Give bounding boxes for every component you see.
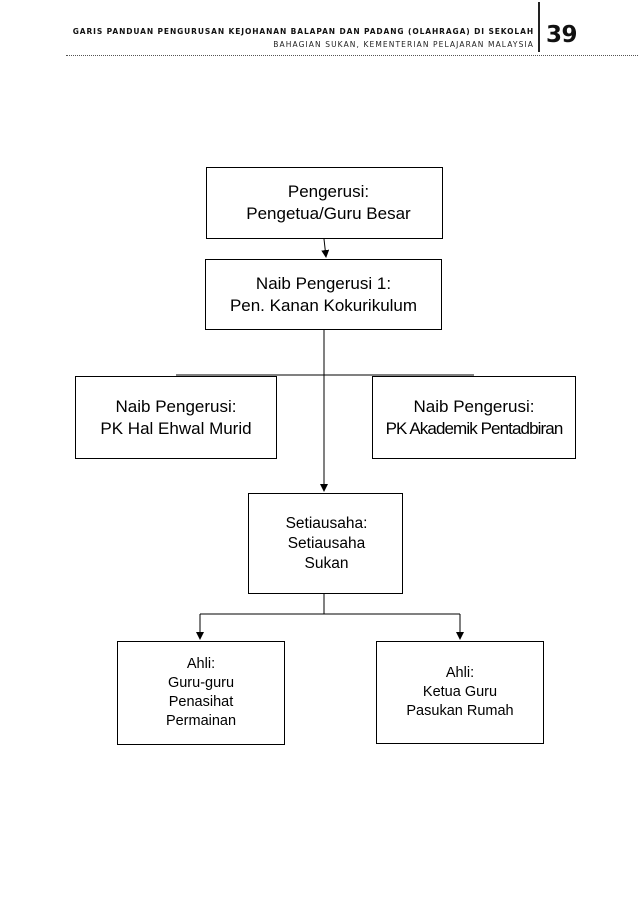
secretary-role: Setiausaha: (285, 514, 368, 532)
secretary-title-line2: Sukan (304, 554, 349, 572)
header-divider (538, 2, 540, 52)
member-house-leaders-title-line2: Pasukan Rumah (406, 703, 514, 719)
vice-chairman-academic-role: Naib Pengerusi: (413, 396, 535, 416)
chairman-box: Pengerusi: Pengetua/Guru Besar (206, 167, 443, 239)
chairman-role: Pengerusi: (287, 182, 370, 201)
member-advisors-title-line1: Guru-guru (167, 675, 235, 691)
vice-chairman-student-affairs-title: PK Hal Ehwal Murid (100, 418, 252, 438)
member-house-leaders-title-line1: Ketua Guru (422, 684, 498, 700)
connector-chairman-to-vice-chairman (321, 238, 330, 258)
vice-chairman-student-affairs-role: Naib Pengerusi: (115, 396, 237, 416)
vice-chairman-1-box: Naib Pengerusi 1: Pen. Kanan Kokurikulum (205, 259, 442, 330)
chairman-title: Pengetua/Guru Besar (246, 204, 411, 223)
vice-chairman-1-title: Pen. Kanan Kokurikulum (229, 295, 418, 315)
member-advisors-role: Ahli: (186, 656, 216, 672)
member-house-leaders-role: Ahli: (445, 665, 475, 681)
vice-chairman-academic-box: Naib Pengerusi: PK Akademik Pentadbiran (372, 376, 576, 459)
vice-chairman-1-role: Naib Pengerusi 1: (255, 273, 392, 293)
vice-chairman-academic-title: PK Akademik Pentadbiran (385, 418, 564, 438)
member-advisors-title-line3: Permainan (165, 713, 237, 729)
member-advisors-title-line2: Penasihat (168, 694, 234, 710)
header-rule (66, 55, 638, 56)
vice-chairman-student-affairs-box: Naib Pengerusi: PK Hal Ehwal Murid (75, 376, 277, 459)
document-title: GARIS PANDUAN PENGURUSAN KEJOHANAN BALAP… (72, 27, 534, 36)
document-subtitle: BAHAGIAN SUKAN, KEMENTERIAN PELAJARAN MA… (273, 40, 534, 49)
member-advisors-box: Ahli: Guru-guru Penasihat Permainan (117, 641, 285, 745)
secretary-box: Setiausaha: Setiausaha Sukan (248, 493, 403, 594)
secretary-title-line1: Setiausaha (287, 534, 366, 552)
member-house-leaders-box: Ahli: Ketua Guru Pasukan Rumah (376, 641, 544, 744)
page-number: 39 (546, 22, 578, 48)
